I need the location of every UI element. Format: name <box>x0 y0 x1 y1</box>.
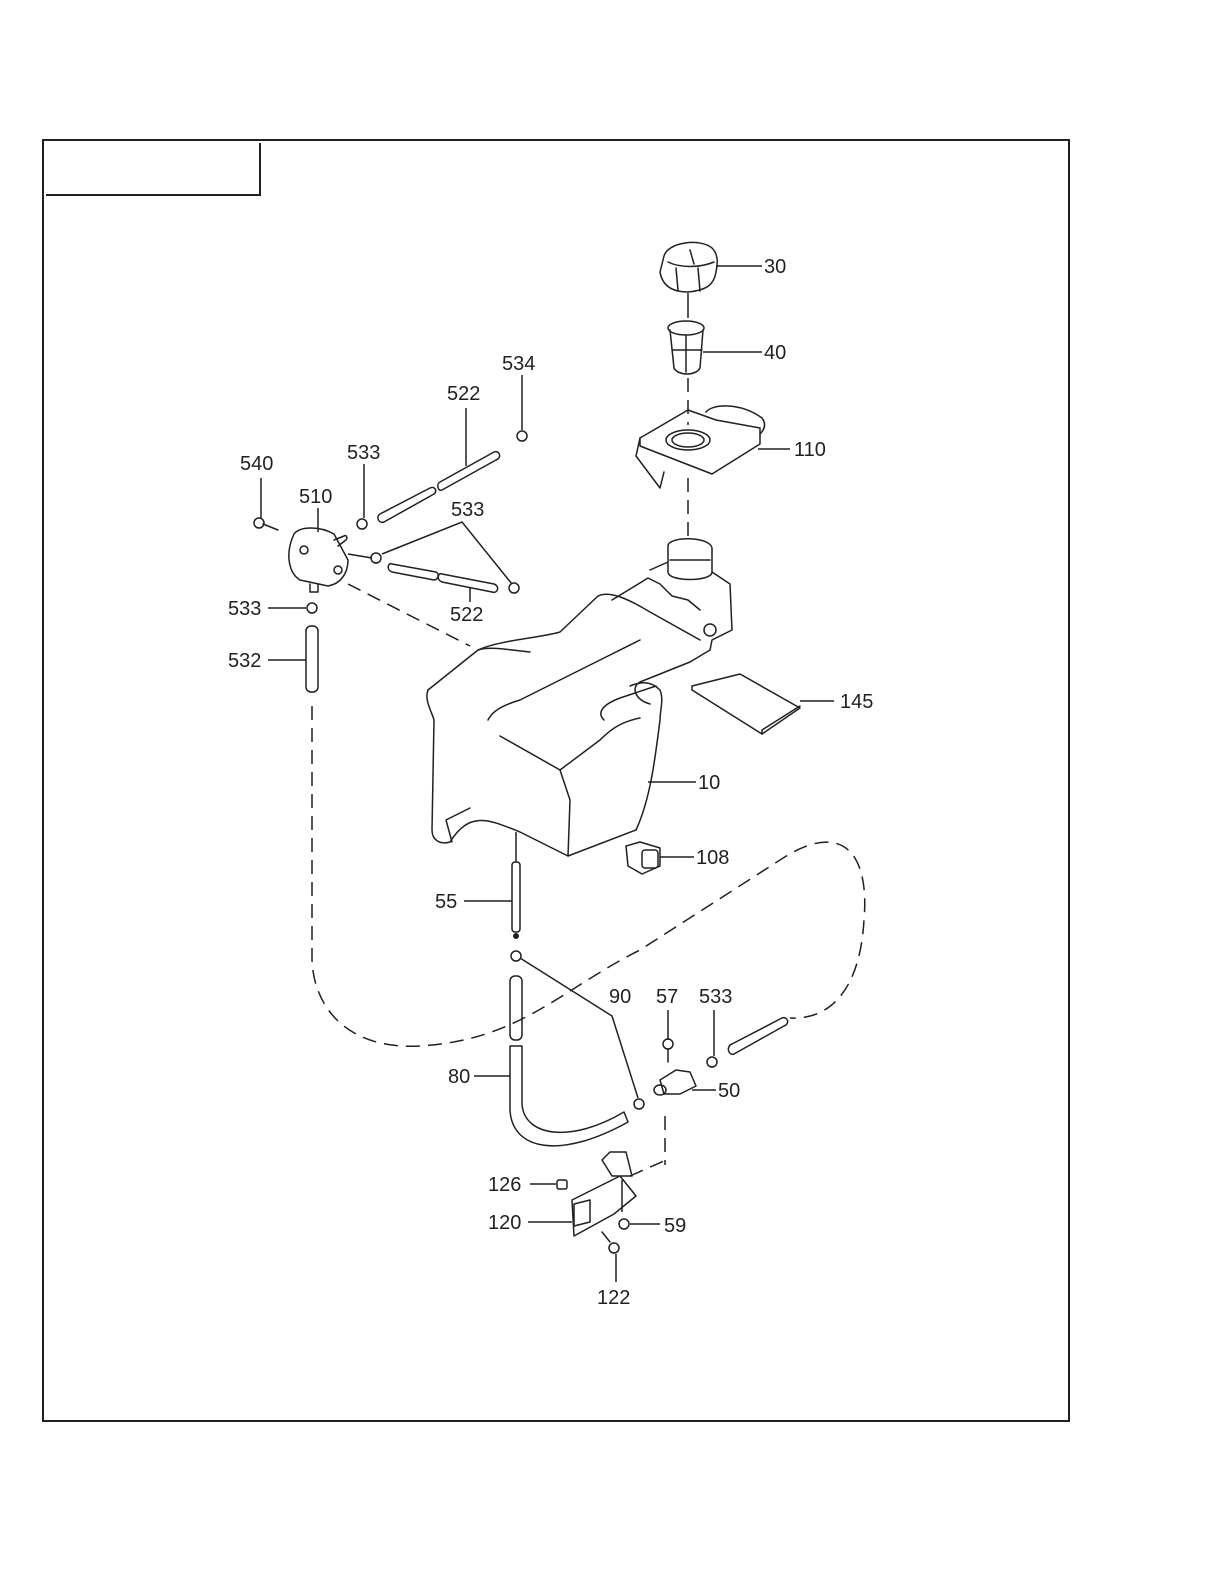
callout-534: 534 <box>502 353 535 375</box>
callout-533-a: 533 <box>347 442 380 464</box>
callout-145: 145 <box>840 691 873 713</box>
fuel-pickup-part <box>511 832 521 939</box>
fuel-hose-80 <box>509 975 629 1147</box>
bolt-540-part <box>253 517 279 531</box>
diagram-frame <box>42 139 1070 1422</box>
callout-122: 122 <box>597 1287 630 1309</box>
callout-90: 90 <box>609 986 631 1008</box>
callout-110: 110 <box>794 439 826 461</box>
clamp-533-d <box>706 1056 718 1068</box>
callout-540: 540 <box>240 453 273 475</box>
pad-part <box>691 673 801 735</box>
callout-126: 126 <box>488 1174 521 1196</box>
bracket-120-part <box>571 1151 637 1237</box>
grommet-part <box>625 841 661 875</box>
callout-57: 57 <box>656 986 678 1008</box>
fuel-hose-532 <box>305 625 319 693</box>
clamp-533-left <box>306 602 318 614</box>
axis-dash-bracket <box>629 1159 667 1177</box>
fuel-route-dash <box>311 706 866 1047</box>
clamp-533-c <box>508 582 520 594</box>
axis-line-pump-out <box>347 553 373 559</box>
fuel-cap-part <box>659 241 718 293</box>
fuel-strainer-part <box>667 320 705 375</box>
leader-533-bc <box>381 521 513 585</box>
callout-55: 55 <box>435 891 457 913</box>
clamp-90-bottom <box>633 1098 645 1110</box>
callout-532: 532 <box>228 650 261 672</box>
callout-80: 80 <box>448 1066 470 1088</box>
callout-10: 10 <box>698 772 720 794</box>
callout-30: 30 <box>764 256 786 278</box>
callout-533-left: 533 <box>228 598 261 620</box>
fuel-pump-part <box>288 527 349 593</box>
axis-dash-pump <box>347 583 471 647</box>
callout-50: 50 <box>718 1080 740 1102</box>
callout-108: 108 <box>696 847 729 869</box>
callout-40: 40 <box>764 342 786 364</box>
clamp-533-b <box>370 552 382 564</box>
screw-57-part <box>662 1038 674 1063</box>
clamp-533-a <box>356 518 368 530</box>
callout-522-upper: 522 <box>447 383 480 405</box>
bushing-126-part <box>556 1179 568 1190</box>
callout-533-bc: 533 <box>451 499 484 521</box>
fuel-hose-right <box>727 1016 789 1055</box>
fuel-hose-522-lower <box>387 562 499 594</box>
fuel-valve-part <box>653 1069 697 1096</box>
fuel-tank-part <box>426 538 733 857</box>
clamp-90-top <box>510 950 522 962</box>
callout-522-lower: 522 <box>450 604 483 626</box>
callout-510: 510 <box>299 486 332 508</box>
leader-90 <box>519 957 639 1099</box>
clamp-534 <box>516 430 528 442</box>
bolt-122-part <box>601 1231 620 1254</box>
callout-59: 59 <box>664 1215 686 1237</box>
callout-120: 120 <box>488 1212 521 1234</box>
title-box <box>46 143 261 196</box>
nut-59-part <box>618 1218 630 1230</box>
fuel-hose-522-upper <box>377 450 501 524</box>
tank-cover-plate-part <box>635 405 766 489</box>
callout-533-d: 533 <box>699 986 732 1008</box>
